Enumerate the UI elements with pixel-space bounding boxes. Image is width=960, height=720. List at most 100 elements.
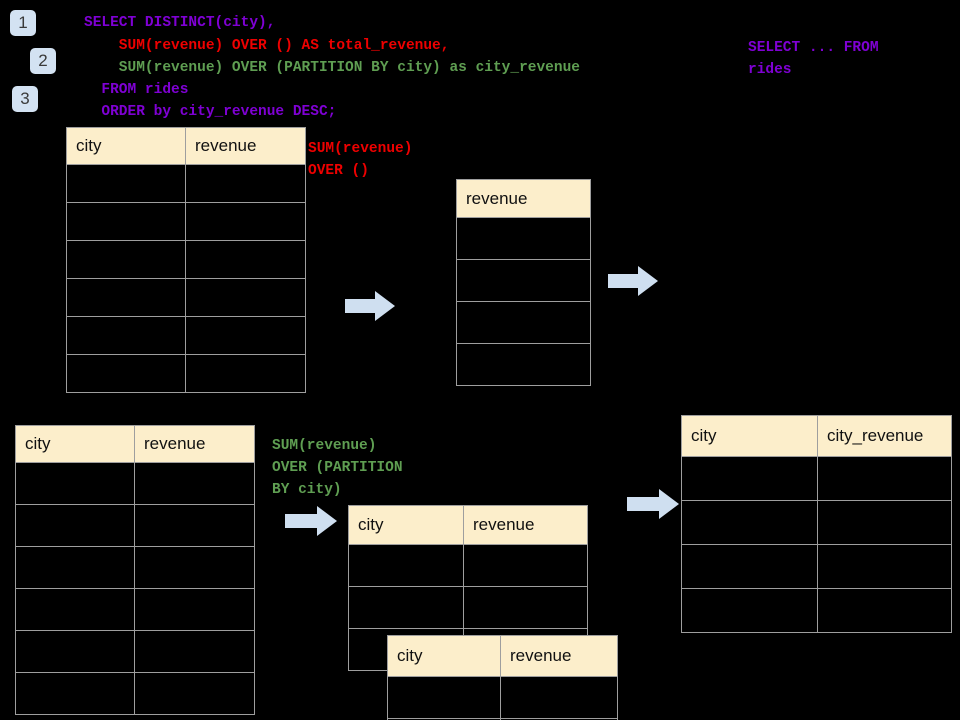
table-cell	[66, 278, 186, 317]
table-cell	[185, 202, 306, 241]
table-row	[387, 676, 618, 719]
source-table-top: city revenue	[66, 127, 306, 393]
arrow-source-to-total	[345, 290, 395, 327]
source-table-bottom: city revenue	[15, 425, 255, 715]
table-header-row: city revenue	[348, 505, 588, 545]
table-cell	[66, 240, 186, 279]
table-row	[15, 630, 255, 673]
table-cell	[681, 500, 818, 545]
column-header-revenue: revenue	[463, 505, 588, 545]
step-badge-2[interactable]: 2	[30, 48, 56, 74]
table-cell	[66, 354, 186, 393]
column-header-revenue: revenue	[185, 127, 306, 165]
table-row	[348, 544, 588, 587]
column-header-city: city	[15, 425, 135, 463]
table-cell	[185, 278, 306, 317]
sql-line-order-by: ORDER by city_revenue DESC;	[84, 104, 337, 120]
table-cell	[185, 354, 306, 393]
partition-table-front: city revenue	[387, 635, 618, 720]
table-row	[456, 217, 591, 260]
table-row	[681, 500, 952, 545]
table-cell	[134, 630, 255, 673]
table-row	[456, 301, 591, 344]
sql-line-select: SELECT DISTINCT(city),	[84, 15, 276, 31]
table-row	[456, 259, 591, 302]
table-cell	[185, 316, 306, 355]
table-cell	[817, 456, 952, 501]
table-cell	[456, 259, 591, 302]
table-row	[681, 456, 952, 501]
table-cell	[348, 544, 464, 587]
table-row	[66, 202, 306, 241]
step-badge-3[interactable]: 3	[12, 86, 38, 112]
table-cell	[456, 343, 591, 386]
table-row	[66, 316, 306, 355]
arrow-source-to-partition	[285, 505, 337, 542]
table-cell	[134, 588, 255, 631]
table-row	[66, 164, 306, 203]
column-header-revenue: revenue	[500, 635, 618, 677]
table-cell	[463, 586, 588, 629]
table-cell	[681, 456, 818, 501]
table-cell	[185, 240, 306, 279]
result-table: city city_revenue	[681, 415, 952, 633]
table-cell	[681, 588, 818, 633]
table-cell	[134, 504, 255, 547]
column-header-city: city	[348, 505, 464, 545]
table-row	[66, 278, 306, 317]
table-cell	[500, 718, 618, 720]
step-badge-1[interactable]: 1	[10, 10, 36, 36]
table-header-row: city revenue	[387, 635, 618, 677]
table-cell	[134, 546, 255, 589]
table-cell	[66, 164, 186, 203]
table-cell	[134, 672, 255, 715]
table-row	[15, 546, 255, 589]
table-cell	[500, 676, 618, 719]
annotation-select-from-rides: SELECT ... FROM rides	[748, 40, 879, 78]
table-row	[348, 586, 588, 629]
table-row	[681, 544, 952, 589]
table-row	[66, 240, 306, 279]
table-cell	[15, 546, 135, 589]
annotation-sum-over-partition: SUM(revenue) OVER (PARTITION BY city)	[272, 438, 403, 498]
table-row	[15, 462, 255, 505]
table-cell	[456, 301, 591, 344]
table-row	[15, 672, 255, 715]
table-cell	[681, 544, 818, 589]
column-header-revenue: revenue	[134, 425, 255, 463]
table-cell	[348, 586, 464, 629]
column-header-city-revenue: city_revenue	[817, 415, 952, 457]
table-row	[15, 588, 255, 631]
table-cell	[134, 462, 255, 505]
table-header-row: city revenue	[66, 127, 306, 165]
column-header-city: city	[681, 415, 818, 457]
table-cell	[66, 202, 186, 241]
table-row	[66, 354, 306, 393]
table-cell	[15, 462, 135, 505]
table-row	[456, 343, 591, 386]
column-header-city: city	[66, 127, 186, 165]
table-header-row: revenue	[456, 179, 591, 218]
table-cell	[817, 544, 952, 589]
sql-line-sum-over-empty: SUM(revenue) OVER () AS total_revenue,	[84, 38, 450, 54]
arrow-total-to-result	[608, 265, 658, 302]
sql-line-from: FROM rides	[84, 82, 189, 98]
total-revenue-table: revenue	[456, 179, 591, 386]
table-cell	[387, 676, 501, 719]
column-header-revenue: revenue	[456, 179, 591, 218]
table-cell	[15, 672, 135, 715]
table-cell	[15, 588, 135, 631]
table-cell	[817, 500, 952, 545]
table-row	[681, 588, 952, 633]
annotation-sum-over-empty: SUM(revenue) OVER ()	[308, 141, 413, 179]
table-cell	[456, 217, 591, 260]
table-row	[15, 504, 255, 547]
table-header-row: city revenue	[15, 425, 255, 463]
table-cell	[15, 504, 135, 547]
table-cell	[66, 316, 186, 355]
table-cell	[185, 164, 306, 203]
table-cell	[463, 544, 588, 587]
sql-line-sum-over-partition: SUM(revenue) OVER (PARTITION BY city) as…	[84, 60, 580, 76]
table-header-row: city city_revenue	[681, 415, 952, 457]
